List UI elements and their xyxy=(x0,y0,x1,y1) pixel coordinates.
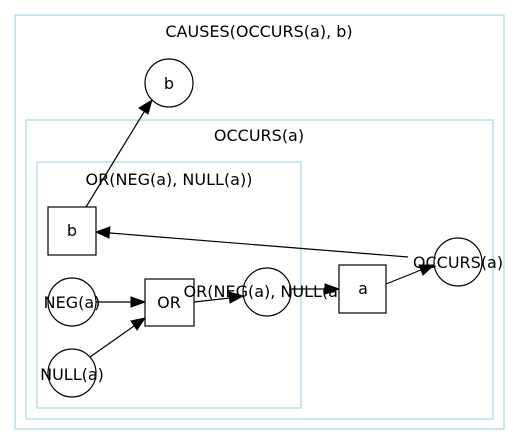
node-occurs-shape xyxy=(433,237,483,287)
node-a-box-shape xyxy=(338,264,387,314)
node-null[interactable]: NULL(a) xyxy=(40,348,104,398)
node-occurs[interactable]: OCCURS(a) xyxy=(413,237,503,287)
cluster-or-label: OR(NEG(a), NULL(a)) xyxy=(86,170,253,189)
cluster-occurs-border xyxy=(25,119,494,420)
node-null-label: NULL(a) xyxy=(40,365,104,384)
node-or-box-label: OR xyxy=(157,293,181,312)
cluster-occurs-label: OCCURS(a) xyxy=(214,126,304,145)
node-neg[interactable]: NEG(a) xyxy=(44,277,101,327)
cluster-causes-label: CAUSES(OCCURS(a), b) xyxy=(165,22,352,41)
cluster-causes: CAUSES(OCCURS(a), b) xyxy=(14,14,505,430)
cluster-or: OR(NEG(a), NULL(a)) xyxy=(36,161,302,409)
node-or-box[interactable]: OR xyxy=(144,278,195,327)
node-b-box-shape xyxy=(47,206,97,256)
edge-neg-to-or-box xyxy=(96,296,147,308)
node-a-box-label: a xyxy=(358,279,368,298)
node-b-box[interactable]: b xyxy=(47,206,97,256)
edge-or-box-to-or-circle xyxy=(193,291,245,304)
edge-a-box-to-occurs xyxy=(385,264,436,285)
node-occurs-label: OCCURS(a) xyxy=(413,253,503,272)
node-b-circle-label: b xyxy=(164,74,174,93)
node-b-circle[interactable]: b xyxy=(144,58,194,108)
node-a-box[interactable]: a xyxy=(338,264,387,314)
edge-or-circle-to-a-box xyxy=(291,283,341,295)
node-neg-label: NEG(a) xyxy=(44,293,101,312)
node-or-circle-shape xyxy=(242,267,292,317)
node-or-circle-label: OR(NEG(a), NULL(a)) xyxy=(184,282,351,301)
node-or-box-shape xyxy=(144,278,195,327)
node-or-circle[interactable]: OR(NEG(a), NULL(a)) xyxy=(184,267,351,317)
node-neg-shape xyxy=(47,277,97,327)
node-b-circle-shape xyxy=(144,58,194,108)
cluster-or-border xyxy=(36,161,302,409)
edge-b-box-to-b-circle xyxy=(85,98,153,208)
node-null-shape xyxy=(47,348,97,398)
cluster-occurs: OCCURS(a) xyxy=(25,119,494,420)
cluster-causes-border xyxy=(14,14,505,430)
edges xyxy=(85,98,436,358)
edge-occurs-to-b-box xyxy=(94,226,409,258)
node-b-box-label: b xyxy=(67,221,77,240)
edge-null-to-or-box xyxy=(89,317,147,358)
